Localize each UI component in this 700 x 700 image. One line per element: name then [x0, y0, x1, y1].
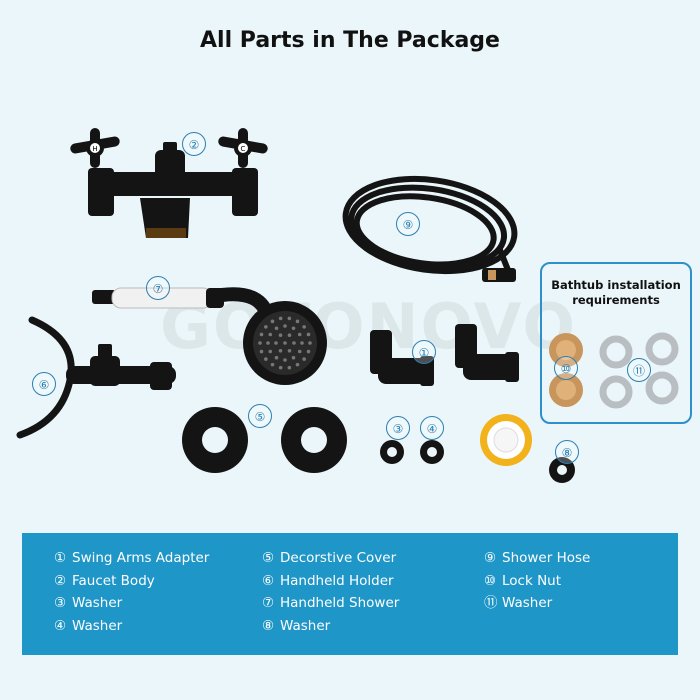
- decorative-cover-right: [281, 407, 347, 473]
- hose-connector: [482, 268, 516, 282]
- cold-cap-icon: [238, 143, 248, 153]
- callout-2: ②: [182, 132, 206, 156]
- callout-5: ⑤: [248, 404, 272, 428]
- legend-number: ⑩: [484, 572, 497, 589]
- legend-label: Washer: [502, 595, 553, 611]
- callout-7: ⑦: [146, 276, 170, 300]
- holder-base-part: [66, 344, 176, 390]
- legend-label: Faucet Body: [72, 572, 155, 589]
- legend-label: Washer: [280, 617, 331, 634]
- legend-item: ⑤ Decorstive Cover: [262, 547, 399, 570]
- swing-arm-adapter-right: [455, 324, 519, 382]
- callout-4: ④: [420, 416, 444, 440]
- req-title-line2: requirements: [572, 293, 660, 307]
- thread-seal-tape-part: [480, 414, 532, 466]
- callout-11: ⑪: [627, 358, 651, 382]
- legend-item: ⑨ Shower Hose: [484, 547, 590, 570]
- legend-label: Washer: [72, 617, 123, 634]
- callout-3: ③: [386, 416, 410, 440]
- washer-4-part: [420, 440, 444, 464]
- hot-label: H: [92, 145, 97, 153]
- legend-label: Swing Arms Adapter: [72, 550, 210, 566]
- legend-number: ⑨: [484, 550, 497, 566]
- shower-nozzles: [258, 316, 312, 370]
- cold-label: C: [241, 145, 246, 153]
- callout-8: ⑧: [555, 440, 579, 464]
- legend-label: Decorstive Cover: [280, 550, 397, 566]
- legend-label: Shower Hose: [502, 550, 591, 566]
- legend-label: Handheld Holder: [280, 572, 394, 589]
- legend-item: ⑦ Handheld Shower: [262, 592, 399, 615]
- legend-number: ⑤: [262, 550, 275, 566]
- lock-nut-bottom: [549, 373, 583, 407]
- legend-item: ⑧ Washer: [262, 615, 399, 638]
- legend-item: ③ Washer: [54, 592, 209, 615]
- legend-number: ⑦: [262, 595, 275, 611]
- bathtub-requirements-box: Bathtub installation requirements: [540, 262, 692, 424]
- legend-number: ⑧: [262, 617, 275, 634]
- legend-item: ② Faucet Body: [54, 570, 209, 593]
- legend-number: ①: [54, 550, 67, 566]
- legend-label: Lock Nut: [502, 572, 562, 589]
- legend-item: ④ Washer: [54, 615, 209, 638]
- legend-number: ⑪: [484, 595, 498, 611]
- callout-10: ⑩: [554, 356, 578, 380]
- legend-item: ① Swing Arms Adapter: [54, 547, 209, 570]
- washer-11-set: [599, 332, 679, 409]
- bathtub-requirements-title: Bathtub installation requirements: [542, 278, 690, 308]
- req-title-line1: Bathtub installation: [551, 278, 681, 292]
- callout-9: ⑨: [396, 212, 420, 236]
- legend-number: ④: [54, 617, 67, 634]
- legend-item: ⑥ Handheld Holder: [262, 570, 399, 593]
- callout-6: ⑥: [32, 372, 56, 396]
- legend-number: ③: [54, 595, 67, 611]
- decorative-cover-left: [182, 407, 248, 473]
- parts-illustration: H C: [16, 128, 679, 483]
- legend-label: Handheld Shower: [280, 595, 400, 611]
- parts-stage: GOTONOVO H C: [16, 128, 692, 483]
- callout-1: ①: [412, 340, 436, 364]
- faucet-body-part: [70, 128, 268, 238]
- legend-column-2: ⑤ Decorstive Cover ⑥ Handheld Holder ⑦ Handhe…: [262, 547, 399, 637]
- legend-number: ⑥: [262, 572, 275, 589]
- page-title: All Parts in The Package: [200, 28, 500, 53]
- brand-watermark: GOTONOVO: [160, 290, 578, 363]
- legend-number: ②: [54, 572, 67, 589]
- washer-3-part: [380, 440, 404, 464]
- shower-hose-part: [342, 175, 518, 277]
- legend-label: Washer: [72, 595, 123, 611]
- legend-item: ⑩ Lock Nut: [484, 570, 590, 593]
- hot-cap-icon: [90, 143, 100, 153]
